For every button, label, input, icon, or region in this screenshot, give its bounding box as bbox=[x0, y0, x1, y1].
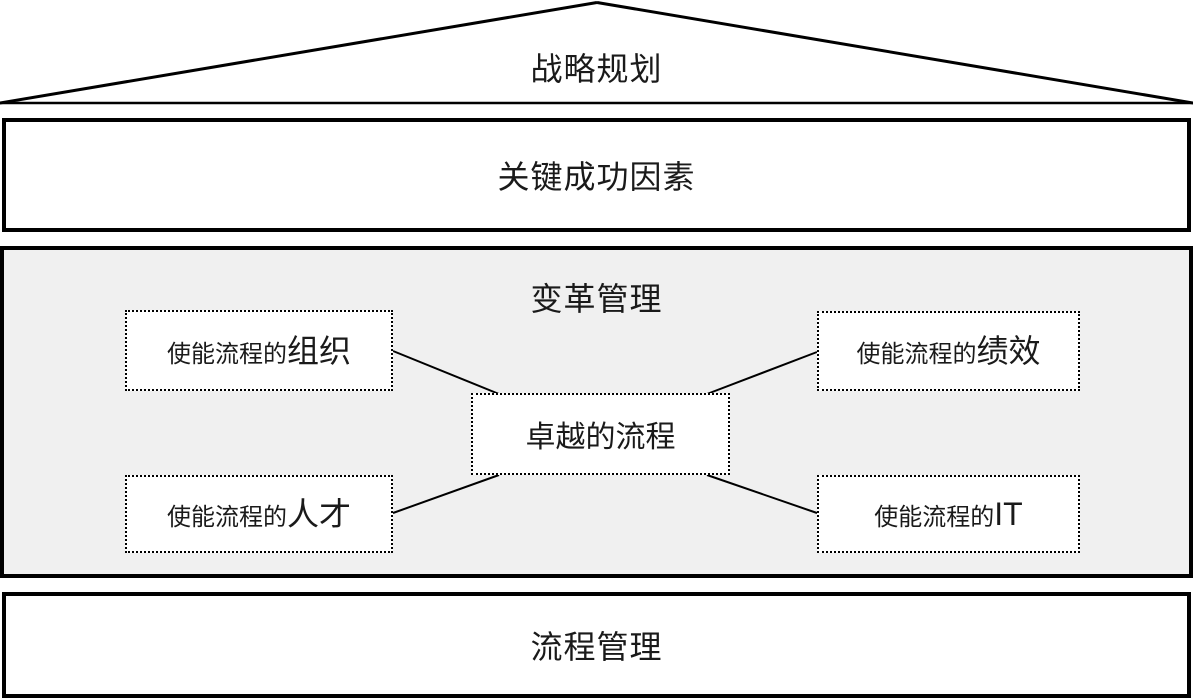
process-management-band: 流程管理 bbox=[2, 592, 1191, 698]
process-management-label: 流程管理 bbox=[530, 629, 663, 665]
key-success-factors-band: 关键成功因素 bbox=[2, 118, 1191, 232]
node-talent-prefix: 使能流程的 bbox=[166, 504, 287, 531]
node-it-emphasis: IT bbox=[994, 496, 1023, 532]
node-excellent-process: 卓越的流程 bbox=[471, 393, 730, 475]
node-enabling-performance: 使能流程的绩效 bbox=[817, 311, 1080, 391]
node-enabling-organization-label: 使能流程的组织 bbox=[167, 335, 351, 367]
node-enabling-it: 使能流程的IT bbox=[817, 475, 1080, 553]
key-success-factors-label: 关键成功因素 bbox=[497, 159, 696, 195]
node-organization-emphasis: 组织 bbox=[286, 332, 351, 369]
node-enabling-performance-label: 使能流程的绩效 bbox=[856, 335, 1040, 367]
node-it-prefix: 使能流程的 bbox=[874, 504, 995, 531]
node-excellent-process-label: 卓越的流程 bbox=[525, 421, 676, 454]
node-enabling-talent: 使能流程的人才 bbox=[125, 475, 393, 553]
strategy-triangle-shape bbox=[0, 1, 1193, 105]
node-enabling-it-label: 使能流程的IT bbox=[874, 498, 1022, 530]
change-management-label: 变革管理 bbox=[530, 281, 663, 317]
node-performance-emphasis: 绩效 bbox=[976, 333, 1041, 369]
strategy-planning-label: 战略规划 bbox=[530, 51, 663, 87]
node-enabling-organization: 使能流程的组织 bbox=[125, 310, 393, 391]
node-organization-prefix: 使能流程的 bbox=[166, 340, 287, 368]
node-talent-emphasis: 人才 bbox=[286, 496, 351, 532]
node-enabling-talent-label: 使能流程的人才 bbox=[167, 498, 351, 530]
node-performance-prefix: 使能流程的 bbox=[856, 341, 977, 368]
